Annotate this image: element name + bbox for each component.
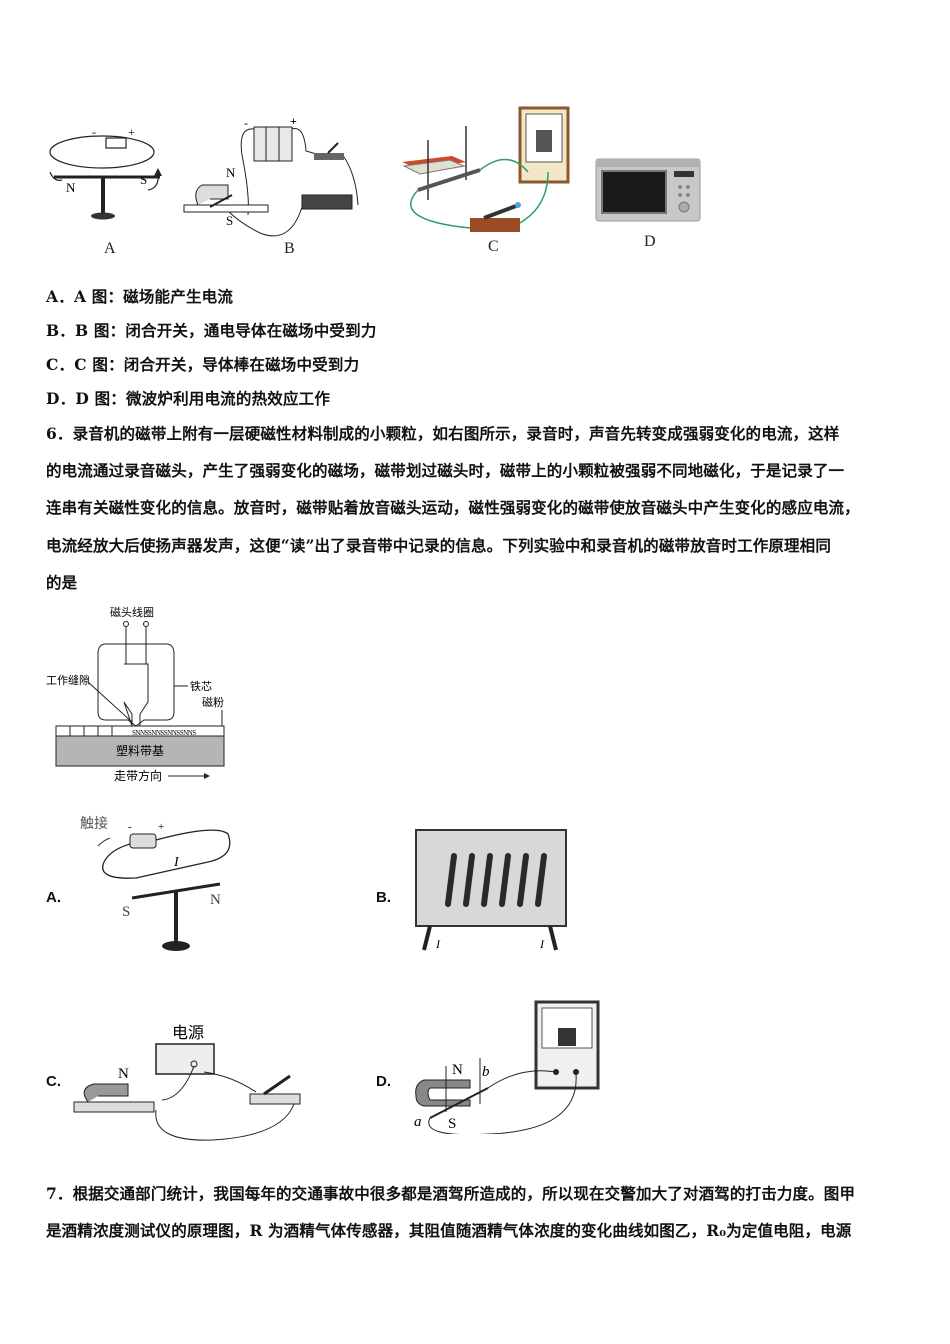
figure-d-caption: D (644, 233, 656, 250)
tape-head-diagram: 磁头线圈 工作缝隙 铁芯 磁粉 SNNSSNNSSNNSSNNS 塑料带基 走带… (44, 602, 234, 788)
option-text: D 图：微波炉利用电流的热效应工作 (75, 389, 331, 408)
svg-text:I: I (435, 937, 441, 951)
option-text: C 图：闭合开关，导体棒在磁场中受到力 (74, 355, 360, 374)
option-letter: A． (46, 287, 74, 306)
q5-option-b[interactable]: B．B 图：闭合开关，通电导体在磁场中受到力 (46, 319, 377, 341)
figure-b-caption: B (284, 240, 295, 257)
figure-d-microwave (594, 155, 702, 223)
oersted-experiment-illustration: - + N S (49, 125, 162, 220)
svg-text:a: a (414, 1114, 422, 1130)
q6-option-a-figure[interactable]: 触接 - + I S N (76, 808, 246, 956)
svg-text:SNNSSNNSSNNSSNNS: SNNSSNNSSNNSSNNS (132, 729, 196, 737)
figure-c-induction (398, 100, 578, 235)
option-letter: C． (46, 355, 75, 374)
tape-head-illustration: 磁头线圈 工作缝隙 铁芯 磁粉 SNNSSNNSSNNSSNNS 塑料带基 走带… (46, 605, 225, 783)
svg-text:触接: 触接 (80, 815, 108, 832)
q5-option-d[interactable]: D．D 图：微波炉利用电流的热效应工作 (46, 387, 330, 409)
svg-text:工作缝隙: 工作缝隙 (46, 673, 90, 687)
q6-option-b-label[interactable]: B. (376, 889, 391, 906)
q7-line-1: 7．根据交通部门统计，我国每年的交通事故中很多都是酒驾所造成的，所以现在交警加大… (46, 1184, 856, 1203)
q6-option-c-figure[interactable]: 电源 N (72, 1016, 306, 1144)
solenoid-iron-filings-illustration: I I (415, 829, 567, 951)
svg-text:I: I (173, 855, 180, 870)
svg-text:S: S (448, 1116, 456, 1132)
svg-text:N: N (210, 892, 221, 908)
q6-line-2: 的电流通过录音磁头，产生了强弱变化的磁场，磁带划过磁头时，磁带上的小颗粒被强弱不… (46, 461, 845, 480)
microwave-oven-illustration (595, 158, 701, 222)
svg-text:磁粉: 磁粉 (202, 696, 224, 709)
svg-text:-: - (128, 821, 132, 833)
option-letter: D． (46, 389, 76, 408)
q6-line-1: 6．录音机的磁带上附有一层硬磁性材料制成的小颗粒，如右图所示，录音时，声音先转变… (46, 424, 840, 443)
svg-text:+: + (128, 125, 135, 139)
power-supply-motor-illustration: 电源 N (73, 1024, 301, 1141)
svg-text:S: S (140, 172, 147, 187)
figure-b-motor-principle: - + N S (180, 114, 370, 240)
galvanometer-induction-illustration: N S a b (414, 1000, 600, 1136)
figure-a-oersted: - + N S (40, 120, 170, 230)
figure-c-caption: C (488, 238, 499, 255)
oersted-touch-illustration: 触接 - + I S N (80, 815, 231, 951)
svg-text:I: I (539, 937, 545, 951)
q6-option-b-figure[interactable]: I I (414, 828, 570, 952)
q6-line-5: 的是 (46, 573, 78, 592)
q6-line-4: 电流经放大后使扬声器发声，这便“读”出了录音带中记录的信息。下列实验中和录音机的… (46, 536, 831, 555)
svg-text:+: + (158, 821, 164, 833)
svg-text:-: - (244, 116, 248, 130)
svg-text:电源: 电源 (172, 1024, 204, 1042)
svg-text:N: N (118, 1066, 129, 1082)
figure-a-caption: A (104, 240, 116, 257)
svg-text:塑料带基: 塑料带基 (116, 743, 164, 758)
option-letter: B． (46, 321, 76, 340)
circuit-illustration: - + N S (183, 114, 359, 237)
q5-option-c[interactable]: C．C 图：闭合开关，导体棒在磁场中受到力 (46, 353, 359, 375)
svg-text:磁头线圈: 磁头线圈 (110, 605, 154, 619)
svg-text:N: N (452, 1062, 463, 1078)
option-text: B 图：闭合开关，通电导体在磁场中受到力 (75, 321, 377, 340)
svg-text:S: S (226, 213, 233, 228)
q6-option-a-label[interactable]: A. (46, 889, 61, 906)
q6-option-c-label[interactable]: C. (46, 1073, 61, 1090)
svg-text:铁芯: 铁芯 (190, 679, 212, 693)
svg-text:b: b (482, 1064, 490, 1080)
q6-option-d-label[interactable]: D. (376, 1073, 391, 1090)
q5-option-a[interactable]: A．A 图：磁场能产生电流 (46, 285, 233, 307)
svg-text:-: - (92, 125, 96, 139)
galvanometer-circuit-illustration (402, 106, 570, 232)
q6-line-3: 连串有关磁性变化的信息。放音时，磁带贴着放音磁头运动，磁性强弱变化的磁带使放音磁… (46, 498, 860, 517)
q7-line-2: 是酒精浓度测试仪的原理图，R 为酒精气体传感器，其阻值随酒精气体浓度的变化曲线如… (46, 1221, 852, 1240)
svg-text:+: + (290, 115, 297, 128)
svg-text:走带方向: 走带方向 (114, 768, 162, 783)
svg-text:N: N (226, 165, 236, 180)
svg-text:S: S (122, 904, 130, 920)
svg-text:N: N (66, 180, 76, 195)
q6-option-d-figure[interactable]: N S a b (410, 996, 606, 1136)
option-text: A 图：磁场能产生电流 (73, 287, 234, 306)
